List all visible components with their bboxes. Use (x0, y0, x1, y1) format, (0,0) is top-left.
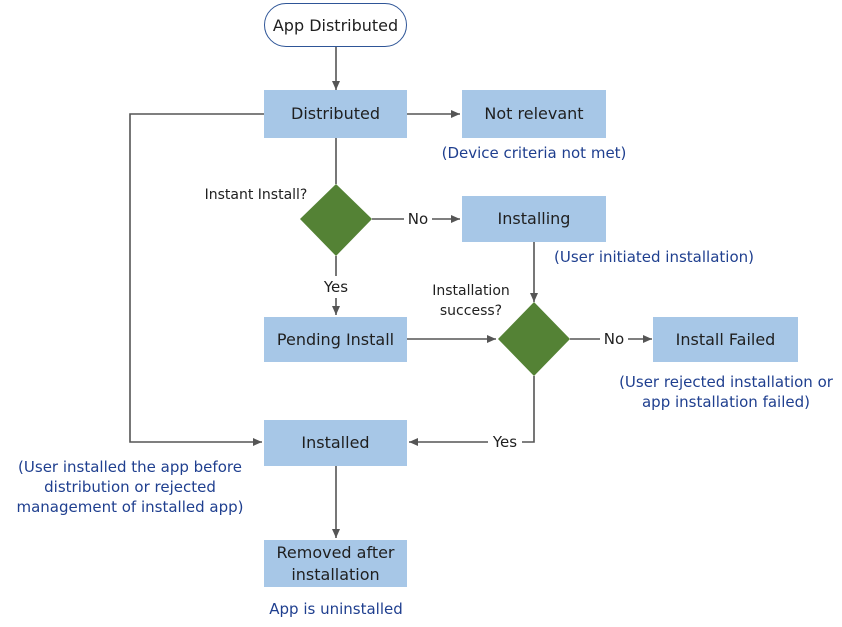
edge-label-no-success: No (600, 329, 628, 349)
start-app-distributed: App Distributed (264, 3, 407, 47)
note-user-installed-line-1: (User installed the app before (18, 458, 242, 476)
installation-success-line-2: success? (439, 303, 503, 319)
edge-label-yes-instant: Yes (318, 277, 354, 297)
note-user-installed-before: (User installed the app before distribut… (2, 457, 258, 517)
decision-diamond-installation-success (498, 302, 570, 376)
note-rejected-line-2: app installation failed) (641, 393, 810, 411)
note-user-installed-line-3: management of installed app) (16, 498, 244, 516)
edge-success-yes-a (520, 376, 535, 443)
note-app-uninstalled: App is uninstalled (269, 600, 403, 618)
decision-diamond-instant-install (300, 184, 372, 256)
removed-line-1: Removed after (276, 542, 395, 562)
node-not-relevant: Not relevant (462, 90, 606, 138)
label-installation-success: Installation success? (418, 281, 524, 321)
node-distributed: Distributed (264, 90, 407, 138)
note-rejected-line-1: (User rejected installation or (619, 373, 833, 391)
node-install-failed: Install Failed (653, 317, 798, 362)
removed-line-2: installation (291, 564, 380, 584)
note-user-installed-line-2: distribution or rejected (44, 478, 216, 496)
note-rejected-or-failed: (User rejected installation or app insta… (610, 372, 842, 412)
note-device-criteria: (Device criteria not met) (441, 144, 627, 162)
edge-label-no-instant: No (404, 209, 432, 229)
label-instant-install: Instant Install? (204, 187, 308, 203)
edge-bypass-to-installed (129, 113, 264, 446)
node-pending-install: Pending Install (264, 317, 407, 362)
note-user-initiated: (User initiated installation) (554, 248, 754, 266)
node-removed-after-installation: Removed after installation (264, 540, 407, 587)
node-installing: Installing (462, 196, 606, 242)
installation-success-line-1: Installation (432, 283, 510, 299)
edge-label-yes-success: Yes (488, 432, 522, 452)
node-installed: Installed (264, 420, 407, 466)
